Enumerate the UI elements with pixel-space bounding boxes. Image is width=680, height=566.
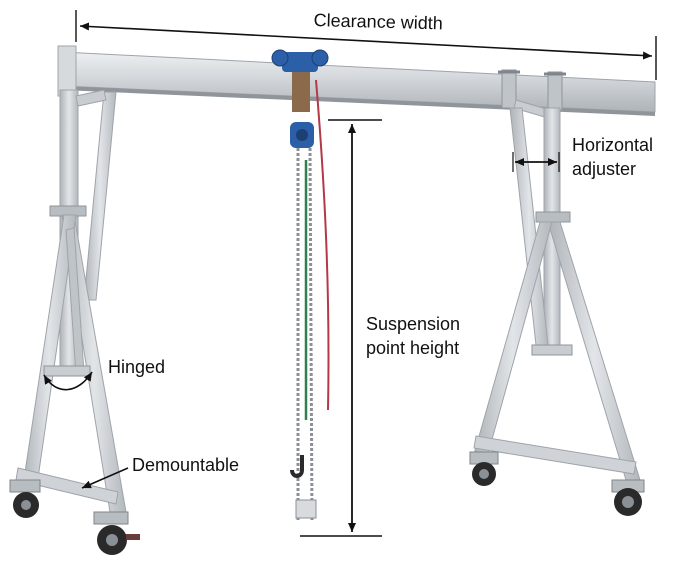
suspension-height-label-line2: point height — [366, 338, 460, 358]
horizontal-adjuster-arrow — [512, 152, 560, 172]
clearance-width-label: Clearance width — [313, 9, 444, 34]
top-beam — [57, 45, 656, 116]
horizontal-adjuster-label-line1: Horizontal — [572, 135, 654, 155]
suspension-height-label-line1: Suspension — [366, 314, 461, 334]
hinged-label: Hinged — [108, 357, 166, 377]
chain-hoist — [271, 49, 330, 521]
suspension-height-dimension — [300, 119, 382, 537]
hinged-arc — [43, 371, 93, 391]
right-a-frame — [469, 69, 645, 516]
left-a-frame — [9, 89, 140, 555]
horizontal-adjuster-label-line2: adjuster — [572, 159, 637, 179]
demountable-label: Demountable — [132, 455, 240, 475]
demountable-pointer — [81, 467, 129, 489]
clearance-width-dimension — [75, 10, 657, 80]
